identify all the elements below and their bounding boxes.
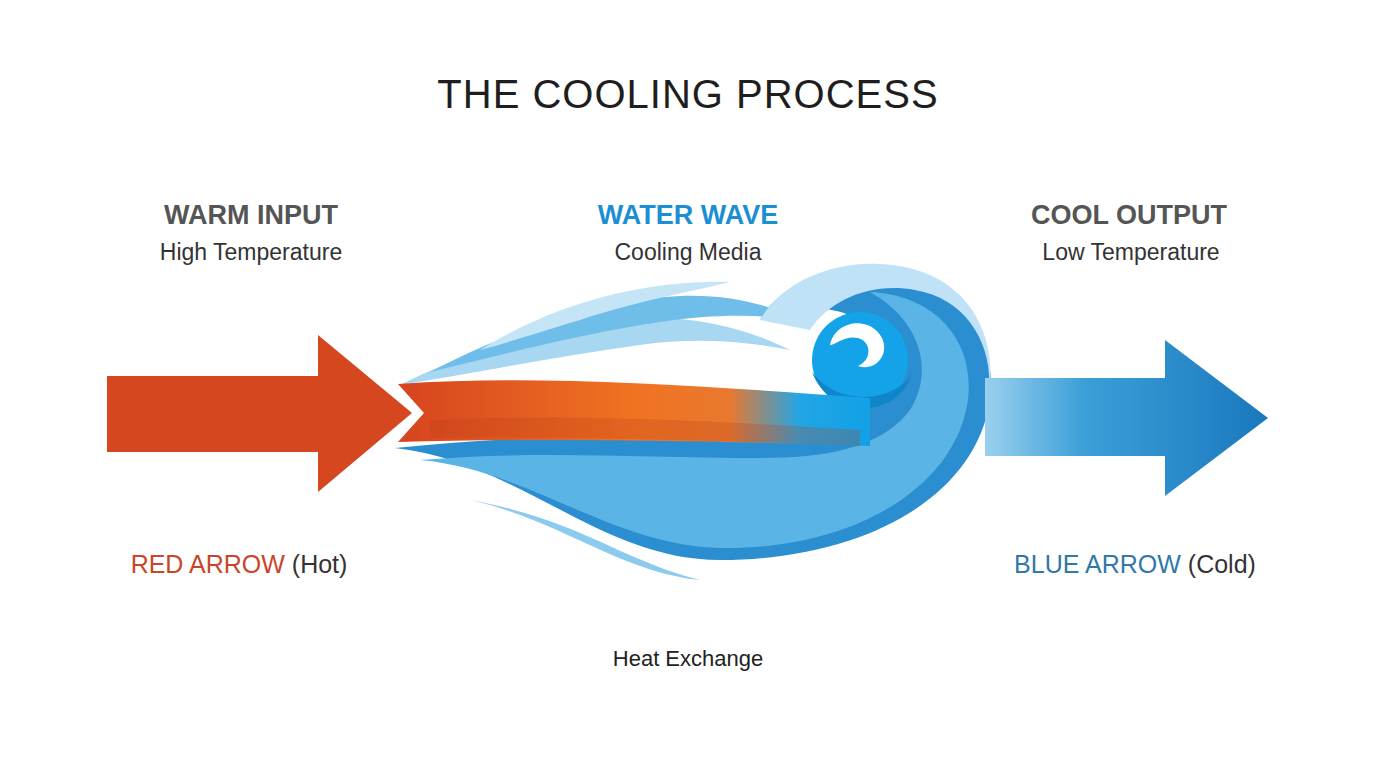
diagram-title: THE COOLING PROCESS <box>437 72 938 117</box>
arrow-caption: RED ARROW(Hot) <box>131 550 348 579</box>
arrow-temperature: (Hot) <box>292 550 348 579</box>
blue-arrow <box>985 340 1268 496</box>
stage-subtitle: Cooling Media <box>614 239 761 266</box>
red-arrow <box>107 335 412 492</box>
stage-heading: COOL OUTPUT <box>1031 200 1227 231</box>
hot-band <box>398 380 870 446</box>
stage-subtitle: High Temperature <box>160 239 342 266</box>
stage-heading: WARM INPUT <box>164 200 338 231</box>
arrow-name: RED ARROW <box>131 550 285 579</box>
stage-heading: WATER WAVE <box>598 200 779 231</box>
arrow-temperature: (Cold) <box>1188 550 1256 579</box>
process-note: Heat Exchange <box>613 646 763 672</box>
water-wave <box>395 264 991 580</box>
stage-subtitle: Low Temperature <box>1042 239 1219 266</box>
arrow-caption: BLUE ARROW(Cold) <box>1014 550 1256 579</box>
hot-band-shade <box>430 418 860 446</box>
arrow-name: BLUE ARROW <box>1014 550 1181 579</box>
